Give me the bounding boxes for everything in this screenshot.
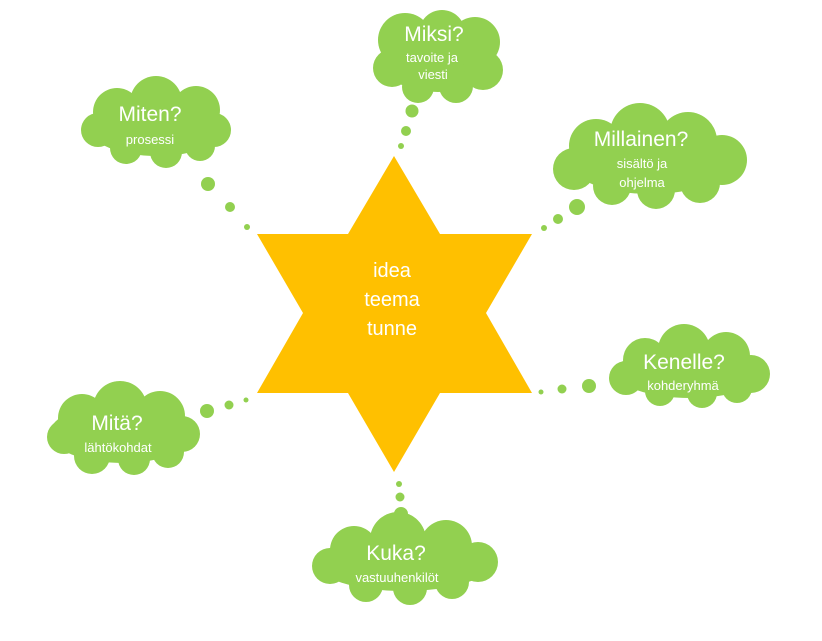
connector-dot <box>395 492 405 502</box>
cloud-shape <box>609 324 770 408</box>
cloud-title: Mitä? <box>91 412 142 435</box>
connector-dot <box>243 397 249 403</box>
connector-dot <box>224 400 234 410</box>
cloud-subtitle: sisältö ja <box>617 156 668 171</box>
center-word: teema <box>364 289 420 311</box>
center-word: idea <box>373 260 412 282</box>
cloud-miten: Miten? prosessi <box>81 76 231 168</box>
cloud-title: Kuka? <box>366 542 426 565</box>
star-shape <box>257 156 532 472</box>
cloud-subtitle: tavoite ja <box>406 50 459 65</box>
cloud-subtitle: kohderyhmä <box>647 378 719 393</box>
central-star: idea teema tunne <box>257 156 532 472</box>
cloud-shape <box>47 381 200 475</box>
cloud-shape <box>81 76 231 168</box>
cloud-subtitle: prosessi <box>126 132 175 147</box>
connector-dot <box>541 225 547 231</box>
cloud-millainen: Millainen? sisältö ja ohjelma <box>553 103 747 209</box>
center-word: tunne <box>367 318 417 340</box>
connector-dot <box>200 404 214 418</box>
cloud-mita: Mitä? lähtökohdat <box>47 381 200 475</box>
connector-dot <box>396 481 402 487</box>
cloud-subtitle: lähtökohdat <box>84 440 152 455</box>
cloud-subtitle: vastuuhenkilöt <box>355 570 438 585</box>
cloud-title: Miksi? <box>404 23 464 46</box>
cloud-kenelle: Kenelle? kohderyhmä <box>609 324 770 408</box>
cloud-title: Miten? <box>118 103 181 126</box>
cloud-title: Kenelle? <box>643 351 725 374</box>
cloud-kuka: Kuka? vastuuhenkilöt <box>312 512 498 605</box>
connector-dot <box>569 199 585 215</box>
connector-dot <box>582 379 596 393</box>
connector-dot <box>401 126 411 136</box>
connector-dot <box>553 214 563 224</box>
cloud-subtitle: viesti <box>418 67 448 82</box>
cloud-shape <box>553 103 747 209</box>
connector-dot <box>557 384 567 394</box>
cloud-subtitle: ohjelma <box>619 175 665 190</box>
cloud-miksi: Miksi? tavoite ja viesti <box>373 10 503 103</box>
connector-dot <box>398 143 404 149</box>
connector-dot <box>244 224 250 230</box>
cloud-shape <box>312 512 498 605</box>
connector-dot <box>225 202 235 212</box>
connector-dot <box>201 177 215 191</box>
connector-dot <box>405 104 419 118</box>
connector-dot <box>538 389 544 395</box>
cloud-title: Millainen? <box>594 128 689 151</box>
cloud-shape <box>373 10 503 103</box>
